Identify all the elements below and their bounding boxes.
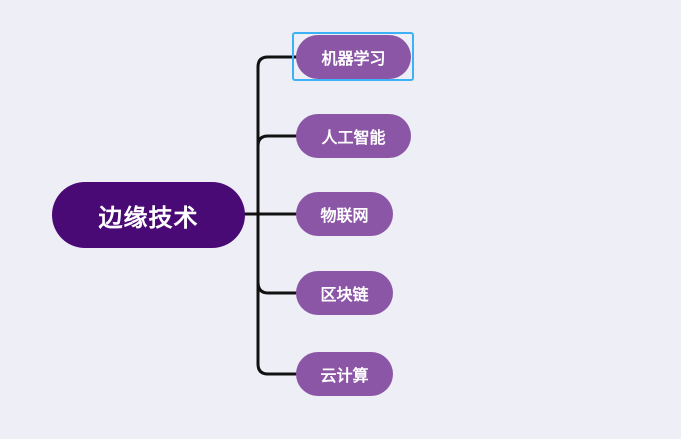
branch-connector-4 bbox=[256, 280, 298, 295]
topic-node-4[interactable]: 区块链 bbox=[296, 271, 393, 315]
topic-node-3[interactable]: 物联网 bbox=[296, 192, 393, 236]
topic-node-2[interactable]: 人工智能 bbox=[296, 114, 411, 158]
root-node[interactable]: 边缘技术 bbox=[52, 182, 245, 248]
topic-node-5[interactable]: 云计算 bbox=[296, 352, 393, 396]
topic-node-1[interactable]: 机器学习 bbox=[296, 35, 411, 79]
branch-connector-2 bbox=[256, 134, 298, 148]
